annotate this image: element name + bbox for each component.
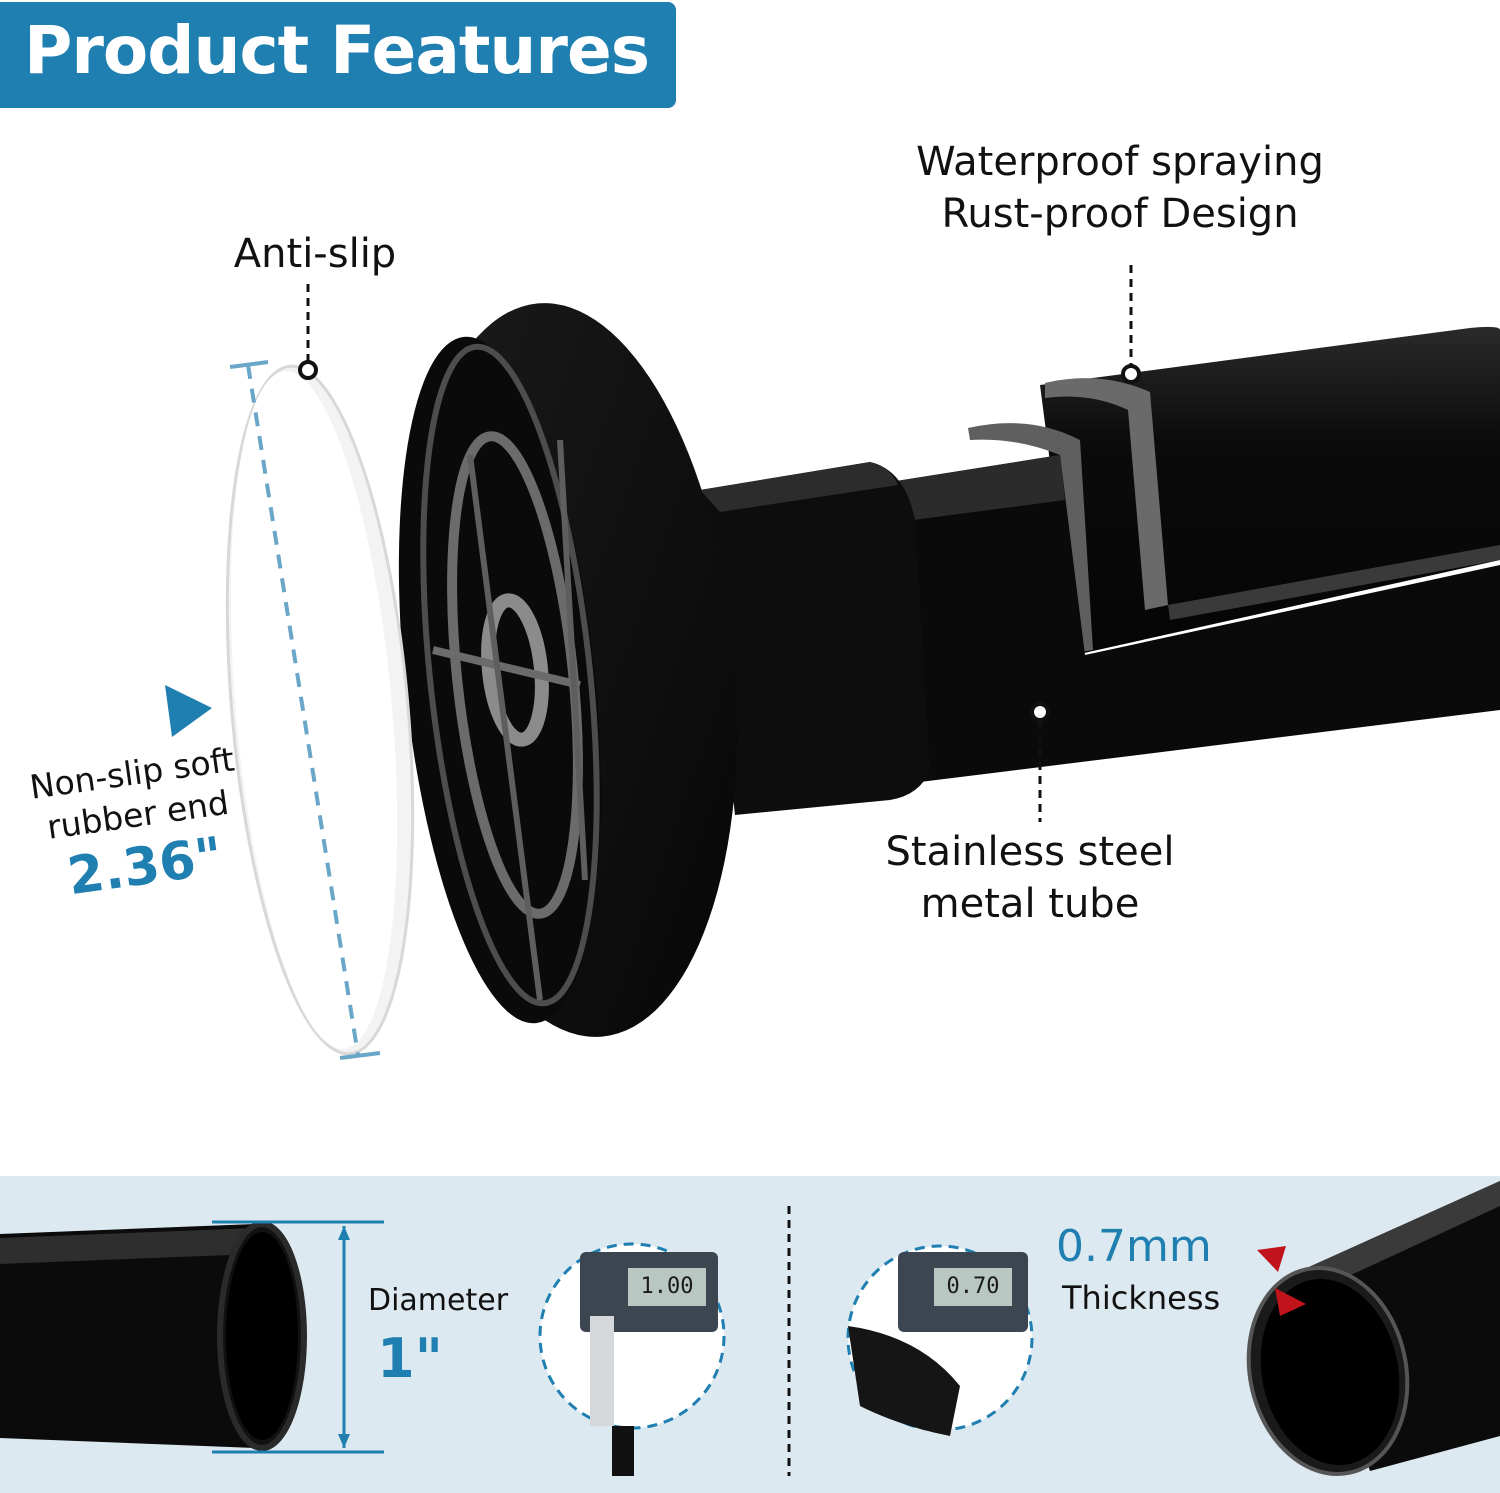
thickness-value: 0.7mm — [1056, 1221, 1212, 1272]
caliper-reading-1: 1.00 — [640, 1274, 694, 1299]
end-cap-disk — [398, 303, 738, 1037]
diameter-bracket — [212, 1220, 384, 1454]
diameter-value: 1" — [377, 1327, 443, 1390]
page-title: Product Features — [24, 12, 650, 89]
tube-line2: metal tube — [920, 881, 1140, 927]
anti-slip-label: Anti-slip — [233, 231, 397, 277]
caliper-icon-2 — [846, 1244, 1034, 1436]
spec-panel: Diameter 1" 1.00 0.70 0.7mm Thickness — [0, 1176, 1500, 1493]
play-triangle-icon — [165, 685, 212, 737]
outer-tube — [968, 326, 1500, 655]
tube-line1: Stainless steel — [885, 829, 1175, 875]
thickness-tube — [1246, 1181, 1500, 1477]
inner-tube — [890, 455, 1500, 782]
callout-leaders — [306, 265, 1133, 822]
rubber-pad — [225, 360, 415, 1060]
rubber-end-label-group: Non-slip soft rubber end 2.36" — [14, 728, 265, 928]
collar — [700, 462, 930, 815]
thickness-arrow-icon — [1257, 1246, 1306, 1316]
spec-panel-graphics — [0, 1181, 1500, 1477]
diameter-label: Diameter — [367, 1283, 509, 1318]
header-banner: Product Features — [0, 2, 676, 108]
coating-line1: Waterproof spraying — [916, 139, 1324, 185]
product-illustration — [165, 265, 1500, 1060]
caliper-icon — [538, 1242, 726, 1476]
caliper-reading-2: 0.70 — [946, 1274, 1000, 1299]
thickness-label: Thickness — [1062, 1279, 1221, 1317]
coating-line2: Rust-proof Design — [941, 191, 1299, 237]
diameter-tube — [0, 1221, 307, 1451]
callout-dots — [298, 360, 1141, 722]
